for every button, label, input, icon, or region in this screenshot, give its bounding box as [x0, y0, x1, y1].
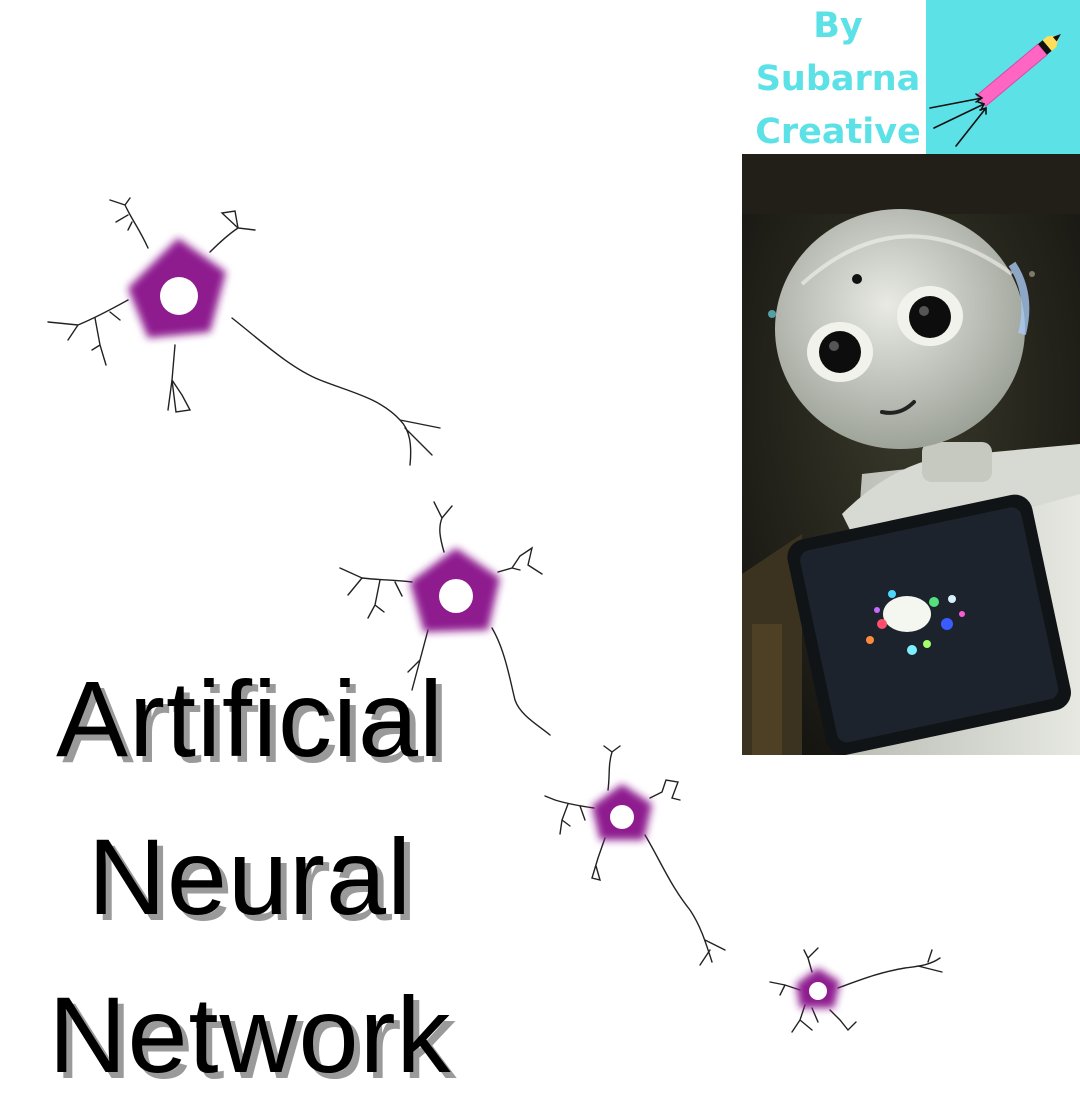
- neuron-2-branches: [339, 501, 551, 736]
- neuron-4-branches: [769, 947, 943, 1033]
- neuron-icon: [128, 238, 226, 338]
- robot-illustration: [742, 154, 1080, 755]
- neuron-icon: [796, 968, 840, 1008]
- pencil-icon: [929, 34, 1061, 147]
- robot-photo: [742, 154, 1080, 755]
- page-title: Artificial Neural Network: [0, 640, 500, 1114]
- credit-line-by: By: [813, 6, 863, 46]
- title-line-neural: Neural: [87, 816, 413, 937]
- neuron-icon: [410, 548, 500, 632]
- credit-line-name: Subarna: [755, 59, 921, 99]
- neuron-diagram: [47, 197, 943, 1033]
- title-line-network: Network: [48, 974, 452, 1095]
- logo-box: [926, 0, 1080, 154]
- neuron-3-branches: [544, 745, 726, 966]
- credit-line-studio: Creative: [755, 112, 921, 152]
- title-line-artificial: Artificial: [55, 658, 445, 779]
- author-credit: By Subarna Creative: [752, 0, 924, 159]
- neuron-1-branches: [47, 197, 441, 466]
- neuron-icon: [592, 784, 652, 840]
